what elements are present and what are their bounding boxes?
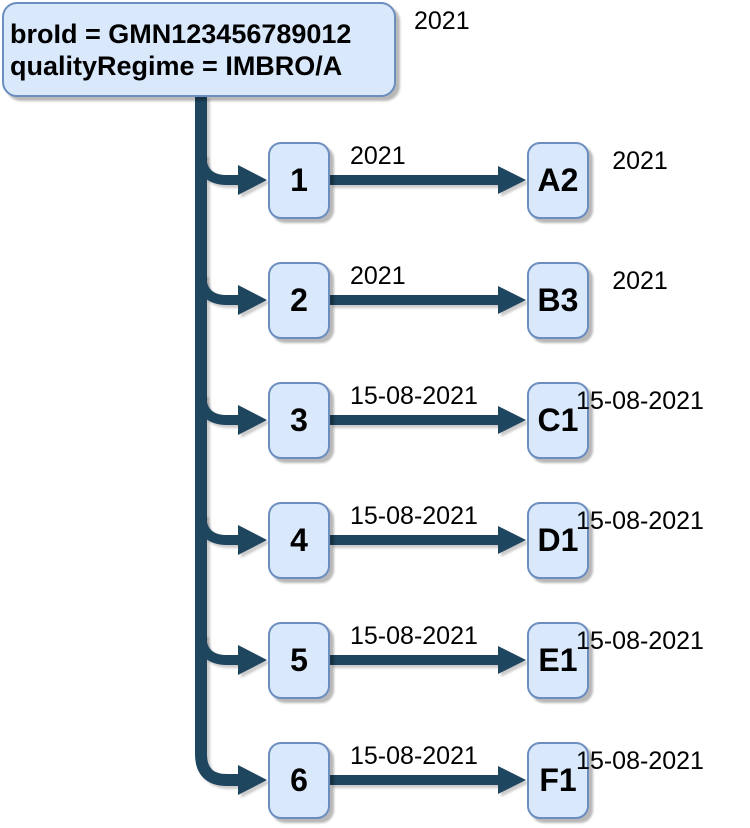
connector-arrowhead <box>498 766 526 794</box>
trunk-edge <box>195 96 240 786</box>
node-date-label: 15-08-2021 <box>576 747 704 775</box>
branch-edge <box>196 273 240 305</box>
coded-node: A2 <box>527 142 589 219</box>
branch-arrowhead <box>238 525 267 555</box>
connector-arrowhead <box>498 646 526 674</box>
connector-arrowhead <box>498 286 526 314</box>
root-node-quality-regime-line: qualityRegime = IMBRO/A <box>10 50 343 81</box>
edge-date-label: 15-08-2021 <box>350 502 478 530</box>
coded-node: B3 <box>527 262 589 339</box>
branch-edge <box>196 513 240 545</box>
edge-date-label: 15-08-2021 <box>350 622 478 650</box>
coded-node: E1 <box>527 622 589 699</box>
connector-arrowhead <box>498 526 526 554</box>
node-date-label: 15-08-2021 <box>576 387 704 415</box>
connector-arrowhead <box>498 166 526 194</box>
edge-date-label: 15-08-2021 <box>350 742 478 770</box>
node-date-label: 2021 <box>612 267 668 295</box>
branch-arrowhead <box>238 405 267 435</box>
numbered-node: 5 <box>268 622 330 699</box>
node-date-label: 2021 <box>612 147 668 175</box>
numbered-node: 1 <box>268 142 330 219</box>
branch-arrowhead <box>238 165 267 195</box>
branch-edge <box>196 393 240 425</box>
connector-arrowhead <box>498 406 526 434</box>
branch-edge <box>196 633 240 665</box>
edge-date-label: 2021 <box>350 262 406 290</box>
coded-node: C1 <box>527 382 589 459</box>
coded-node: F1 <box>527 742 589 819</box>
numbered-node: 2 <box>268 262 330 339</box>
edge-date-label: 2021 <box>350 142 406 170</box>
node-date-label: 15-08-2021 <box>576 627 704 655</box>
coded-node: D1 <box>527 502 589 579</box>
branch-arrowhead <box>238 765 267 795</box>
edge-date-label: 15-08-2021 <box>350 382 478 410</box>
root-node-broid-line: broId = GMN123456789012 <box>10 18 352 49</box>
branch-arrowhead <box>238 285 267 315</box>
branch-arrowhead <box>238 645 267 675</box>
root-node: broId = GMN123456789012 qualityRegime = … <box>2 2 396 97</box>
numbered-node: 3 <box>268 382 330 459</box>
branch-edge <box>196 153 240 185</box>
numbered-node: 6 <box>268 742 330 819</box>
node-date-label: 15-08-2021 <box>576 507 704 535</box>
numbered-node: 4 <box>268 502 330 579</box>
root-year-label: 2021 <box>414 7 470 35</box>
